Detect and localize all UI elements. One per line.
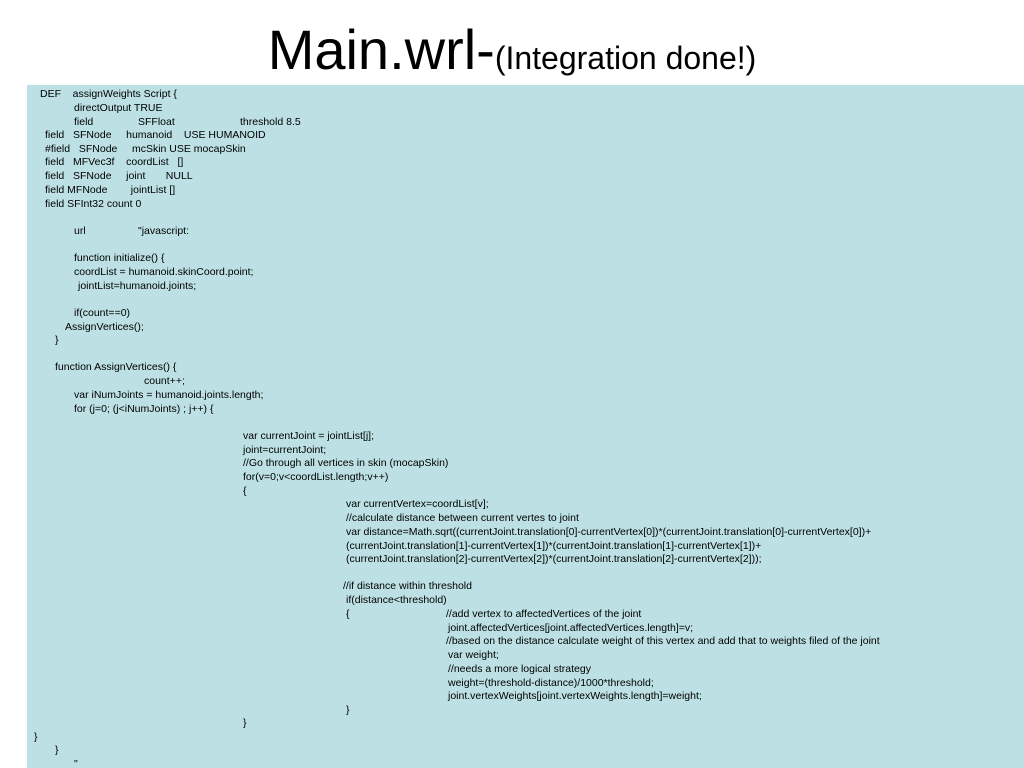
- code-line: var currentJoint = jointList[j];: [243, 430, 375, 442]
- code-line: weight=(threshold-distance)/1000*thresho…: [448, 677, 654, 689]
- code-line: field SFNode humanoid USE HUMANOID: [45, 129, 266, 141]
- code-line: coordList = humanoid.skinCoord.point;: [74, 266, 254, 278]
- code-line: }: [243, 717, 247, 729]
- code-line: url: [74, 225, 86, 237]
- function-assign-vertices-line: function AssignVertices() {: [55, 361, 177, 373]
- code-line: //Go through all vertices in skin (mocap…: [243, 457, 449, 469]
- code-line: ": [74, 758, 78, 768]
- code-line: SFFloat: [138, 116, 175, 128]
- code-line: for(v=0;v<coordList.length;v++): [243, 471, 389, 483]
- def-line: DEF assignWeights Script {: [40, 88, 177, 100]
- code-line: for (j=0; (j<iNumJoints) ; j++) {: [74, 403, 214, 415]
- code-line: field SFInt32 count 0: [45, 198, 142, 210]
- code-line: directOutput TRUE: [74, 102, 163, 114]
- code-line: joint.affectedVertices[joint.affectedVer…: [448, 622, 694, 634]
- code-line: var currentVertex=coordList[v];: [346, 498, 489, 510]
- distance-formula-line: var distance=Math.sqrt((currentJoint.tra…: [346, 526, 872, 538]
- code-line: count++;: [144, 375, 185, 387]
- code-line: }: [346, 704, 350, 716]
- code-line: (currentJoint.translation[2]-currentVert…: [346, 553, 762, 565]
- code-line: var weight;: [448, 649, 499, 661]
- code-lines: DEF assignWeights Script { directOutput T…: [27, 85, 1024, 768]
- code-line: if(count==0): [74, 307, 131, 319]
- code-line: {: [346, 608, 350, 620]
- code-line: field MFNode jointList []: [45, 184, 176, 196]
- code-line: AssignVertices();: [65, 321, 144, 333]
- code-line: field SFNode joint NULL: [45, 170, 193, 182]
- code-line: //if distance within threshold: [343, 580, 472, 592]
- code-line: #field SFNode mcSkin USE mocapSkin: [45, 143, 246, 155]
- title-subtitle: (Integration done!): [494, 40, 757, 76]
- code-line: }: [55, 744, 59, 756]
- code-line: field MFVec3f coordList []: [45, 156, 184, 168]
- code-line: joint=currentJoint;: [243, 444, 327, 456]
- code-line: jointList=humanoid.joints;: [78, 280, 197, 292]
- code-line: }: [34, 731, 38, 743]
- code-line: }: [55, 334, 59, 346]
- code-line: if(distance<threshold): [346, 594, 447, 606]
- code-line: //based on the distance calculate weight…: [446, 635, 880, 647]
- code-line: field: [74, 116, 94, 128]
- title-main: Main.wrl-: [267, 18, 495, 81]
- code-line: //needs a more logical strategy: [448, 663, 591, 675]
- code-line: var iNumJoints = humanoid.joints.length;: [74, 389, 264, 401]
- code-line: //add vertex to affectedVertices of the …: [446, 608, 642, 620]
- code-line: joint.vertexWeights[joint.vertexWeights.…: [448, 690, 702, 702]
- code-line: (currentJoint.translation[1]-currentVert…: [346, 540, 762, 552]
- code-line: //calculate distance between current ver…: [346, 512, 579, 524]
- code-line: "javascript:: [138, 225, 189, 237]
- code-box: DEF assignWeights Script { directOutput T…: [27, 85, 1024, 768]
- slide-title: Main.wrl-(Integration done!): [0, 22, 1024, 78]
- code-line: threshold 8.5: [240, 116, 301, 128]
- function-initialize-line: function initialize() {: [74, 252, 165, 264]
- code-line: {: [243, 485, 247, 497]
